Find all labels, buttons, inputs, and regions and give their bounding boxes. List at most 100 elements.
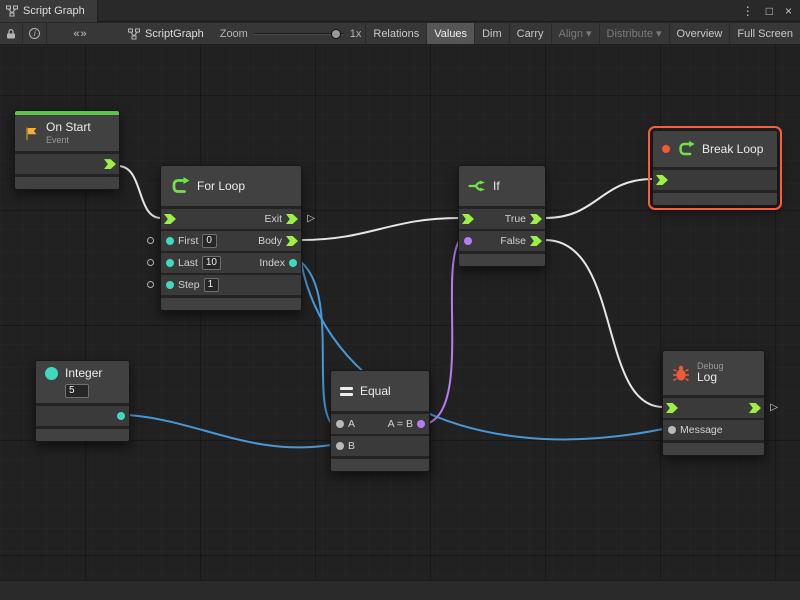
overview-button[interactable]: Overview xyxy=(668,23,730,44)
wire-equal-to-if-condition[interactable] xyxy=(428,240,460,424)
branch-icon xyxy=(468,180,485,192)
node-footer xyxy=(459,254,545,266)
first-port[interactable] xyxy=(166,237,174,245)
index-port[interactable] xyxy=(289,259,297,267)
wire-body-to-if[interactable] xyxy=(300,217,460,241)
step-port-socket[interactable] xyxy=(147,281,154,288)
port-row: First 0 Body xyxy=(161,231,301,251)
a-port[interactable] xyxy=(336,420,344,428)
event-strip xyxy=(15,111,119,115)
equals-icon xyxy=(340,386,353,396)
flow-in-port[interactable] xyxy=(164,214,176,224)
node-on-start[interactable]: On Start Event xyxy=(14,110,120,191)
window-controls: ⋮ □ × xyxy=(742,4,800,18)
lock-icon xyxy=(7,28,16,38)
align-dropdown[interactable]: Align ▾ xyxy=(550,23,599,44)
info-icon: i xyxy=(29,28,41,39)
chevron-down-icon: ▾ xyxy=(655,28,662,40)
first-port-socket[interactable] xyxy=(147,237,154,244)
node-footer xyxy=(36,429,129,441)
node-title: Integer xyxy=(65,366,103,380)
distribute-dropdown[interactable]: Distribute ▾ xyxy=(598,23,669,44)
body-port-label: Body xyxy=(258,235,282,247)
flow-in-port[interactable] xyxy=(656,175,668,185)
graph-canvas[interactable]: On Start Event For Loop Exit xyxy=(0,45,800,580)
full-screen-button[interactable]: Full Screen xyxy=(729,23,800,44)
first-port-label: First xyxy=(178,235,199,247)
node-footer xyxy=(331,459,429,471)
last-port[interactable] xyxy=(166,259,174,267)
node-equal[interactable]: Equal A A = B B xyxy=(330,370,430,472)
message-port-label: Message xyxy=(680,424,723,436)
flow-in-port[interactable] xyxy=(462,214,474,224)
info-button[interactable]: i xyxy=(23,23,47,44)
wire-index-to-equal-a[interactable] xyxy=(300,261,332,424)
flow-out-port[interactable] xyxy=(749,403,761,413)
false-port-label: False xyxy=(500,235,526,247)
maximize-icon[interactable]: □ xyxy=(765,3,773,18)
zoom-slider[interactable] xyxy=(253,23,344,44)
message-port[interactable] xyxy=(668,426,676,434)
step-port[interactable] xyxy=(166,281,174,289)
node-integer[interactable]: Integer 5 xyxy=(35,360,130,442)
wire-false-to-debuglog[interactable] xyxy=(544,239,664,408)
integer-value-field[interactable]: 5 xyxy=(65,384,89,398)
status-bar xyxy=(0,580,800,600)
node-for-loop[interactable]: For Loop Exit First 0 Body Last 10 xyxy=(147,165,315,311)
first-value-field[interactable]: 0 xyxy=(202,234,218,248)
true-port[interactable] xyxy=(530,214,542,224)
b-port[interactable] xyxy=(336,442,344,450)
port-row: True xyxy=(459,209,545,229)
relations-button[interactable]: Relations xyxy=(365,23,426,44)
index-port-label: Index xyxy=(259,257,285,269)
step-value-field[interactable]: 1 xyxy=(203,278,219,292)
close-icon[interactable]: × xyxy=(784,3,792,18)
flow-in-port[interactable] xyxy=(666,403,678,413)
node-footer xyxy=(15,177,119,190)
wires-layer xyxy=(117,165,664,449)
exit-port[interactable] xyxy=(286,214,298,224)
carry-button[interactable]: Carry xyxy=(508,23,551,44)
port-row xyxy=(36,406,129,426)
wire-true-to-breakloop[interactable] xyxy=(544,178,654,219)
toolbar-buttons: Relations Values Dim Carry Align ▾ Distr… xyxy=(365,23,800,44)
graph-name-button[interactable]: ScriptGraph xyxy=(122,23,210,44)
window-menu-icon[interactable]: ⋮ xyxy=(741,3,754,18)
result-port[interactable] xyxy=(417,420,425,428)
tab-script-graph[interactable]: Script Graph xyxy=(0,0,98,22)
trigger-out-port[interactable] xyxy=(104,159,116,170)
break-dot-icon xyxy=(662,145,670,153)
node-title: If xyxy=(493,179,500,193)
node-category: Debug xyxy=(697,360,724,371)
port-row: A A = B xyxy=(331,414,429,434)
node-if[interactable]: If True False xyxy=(458,165,546,267)
false-port[interactable] xyxy=(530,236,542,246)
port-row: False xyxy=(459,231,545,251)
integer-out-port[interactable] xyxy=(117,412,125,420)
node-header: Equal xyxy=(331,371,429,411)
last-port-socket[interactable] xyxy=(147,259,154,266)
wire-onstart-to-forloop[interactable] xyxy=(117,165,162,219)
loop-icon xyxy=(172,177,190,193)
node-title: For Loop xyxy=(197,179,246,193)
values-button[interactable]: Values xyxy=(426,23,475,44)
node-header: On Start Event xyxy=(15,115,119,152)
zoom-slider-handle[interactable] xyxy=(330,28,341,39)
node-debug-log[interactable]: Debug Log Message ▷ xyxy=(662,350,778,456)
bug-icon xyxy=(673,365,689,382)
node-footer xyxy=(663,443,764,455)
graph-name-label: ScriptGraph xyxy=(145,27,204,40)
node-header: Integer 5 xyxy=(36,361,129,403)
wire-integer-to-equal-b[interactable] xyxy=(128,414,332,449)
lock-button[interactable] xyxy=(0,23,24,44)
dim-button[interactable]: Dim xyxy=(474,23,509,44)
code-view-button[interactable]: «» xyxy=(61,23,100,44)
condition-port[interactable] xyxy=(464,237,472,245)
body-port[interactable] xyxy=(286,236,298,246)
last-value-field[interactable]: 10 xyxy=(201,256,221,270)
continuation-icon: ▷ xyxy=(307,213,315,224)
port-row xyxy=(663,398,764,418)
zoom-slider-track xyxy=(253,32,344,35)
titlebar: Script Graph ⋮ □ × xyxy=(0,0,800,22)
node-break-loop[interactable]: Break Loop xyxy=(648,126,782,210)
